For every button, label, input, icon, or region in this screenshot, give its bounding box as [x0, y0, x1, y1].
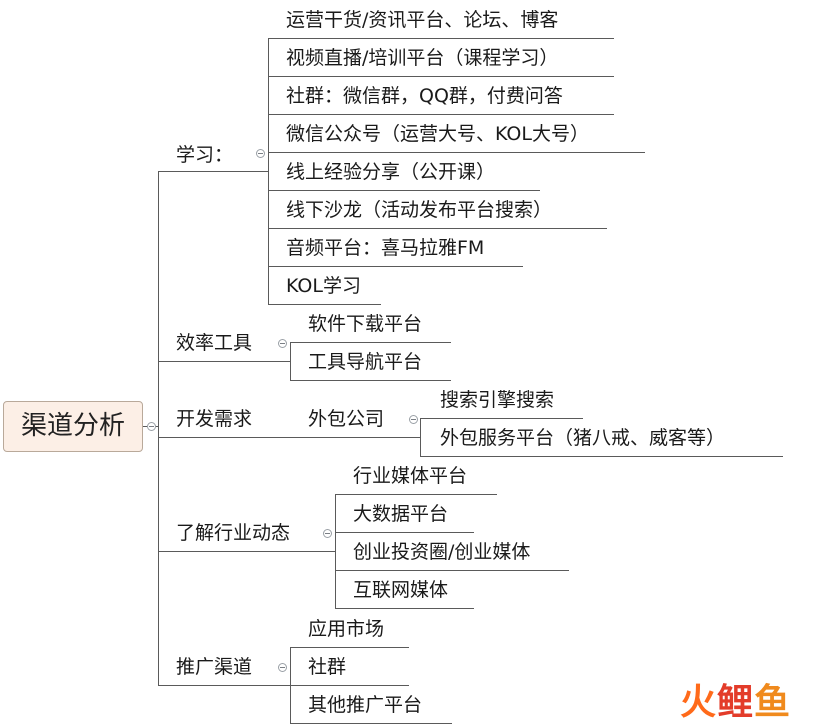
branch-dev-needs[interactable]: 开发需求	[176, 408, 253, 430]
leaf-node[interactable]: 社群	[308, 656, 347, 678]
watermark-logo: 火鲤鱼	[680, 683, 791, 723]
collapse-toggle-icon[interactable]	[409, 415, 418, 424]
leaf-node[interactable]: 运营干货/资讯平台、论坛、博客	[286, 9, 559, 31]
sub-branch-outsourcing[interactable]: 外包公司	[308, 408, 385, 430]
leaf-node[interactable]: 大数据平台	[353, 503, 449, 525]
leaf-node[interactable]: 行业媒体平台	[353, 465, 468, 487]
leaf-node[interactable]: KOL学习	[286, 275, 361, 297]
leaf-node[interactable]: 视频直播/培训平台（课程学习）	[286, 47, 559, 69]
collapse-toggle-icon[interactable]	[278, 663, 287, 672]
branch-learning[interactable]: 学习：	[176, 144, 234, 166]
branch-efficiency-tools[interactable]: 效率工具	[176, 332, 253, 354]
leaf-node[interactable]: 应用市场	[308, 618, 385, 640]
collapse-toggle-icon[interactable]	[323, 529, 332, 538]
leaf-node[interactable]: 线上经验分享（公开课）	[286, 161, 496, 183]
leaf-node[interactable]: 创业投资圈/创业媒体	[353, 541, 531, 563]
root-node[interactable]: 渠道分析	[3, 401, 143, 452]
leaf-node[interactable]: 微信公众号（运营大号、KOL大号）	[286, 123, 589, 145]
leaf-node[interactable]: 其他推广平台	[308, 694, 423, 716]
leaf-node[interactable]: 线下沙龙（活动发布平台搜索）	[286, 199, 553, 221]
collapse-toggle-icon[interactable]	[147, 422, 156, 431]
leaf-node[interactable]: 外包服务平台（猪八戒、威客等）	[440, 427, 726, 449]
branch-promotion-channels[interactable]: 推广渠道	[176, 656, 253, 678]
leaf-node[interactable]: 互联网媒体	[353, 579, 449, 601]
branch-industry-trends[interactable]: 了解行业动态	[176, 522, 291, 544]
leaf-node[interactable]: 社群：微信群，QQ群，付费问答	[286, 85, 563, 107]
collapse-toggle-icon[interactable]	[278, 339, 287, 348]
leaf-node[interactable]: 搜索引擎搜索	[440, 389, 555, 411]
collapse-toggle-icon[interactable]	[256, 149, 265, 158]
leaf-node[interactable]: 音频平台：喜马拉雅FM	[286, 237, 485, 259]
watermark-text: 火鲤鱼	[680, 682, 792, 723]
leaf-node[interactable]: 软件下载平台	[308, 313, 423, 335]
leaf-node[interactable]: 工具导航平台	[308, 351, 423, 373]
